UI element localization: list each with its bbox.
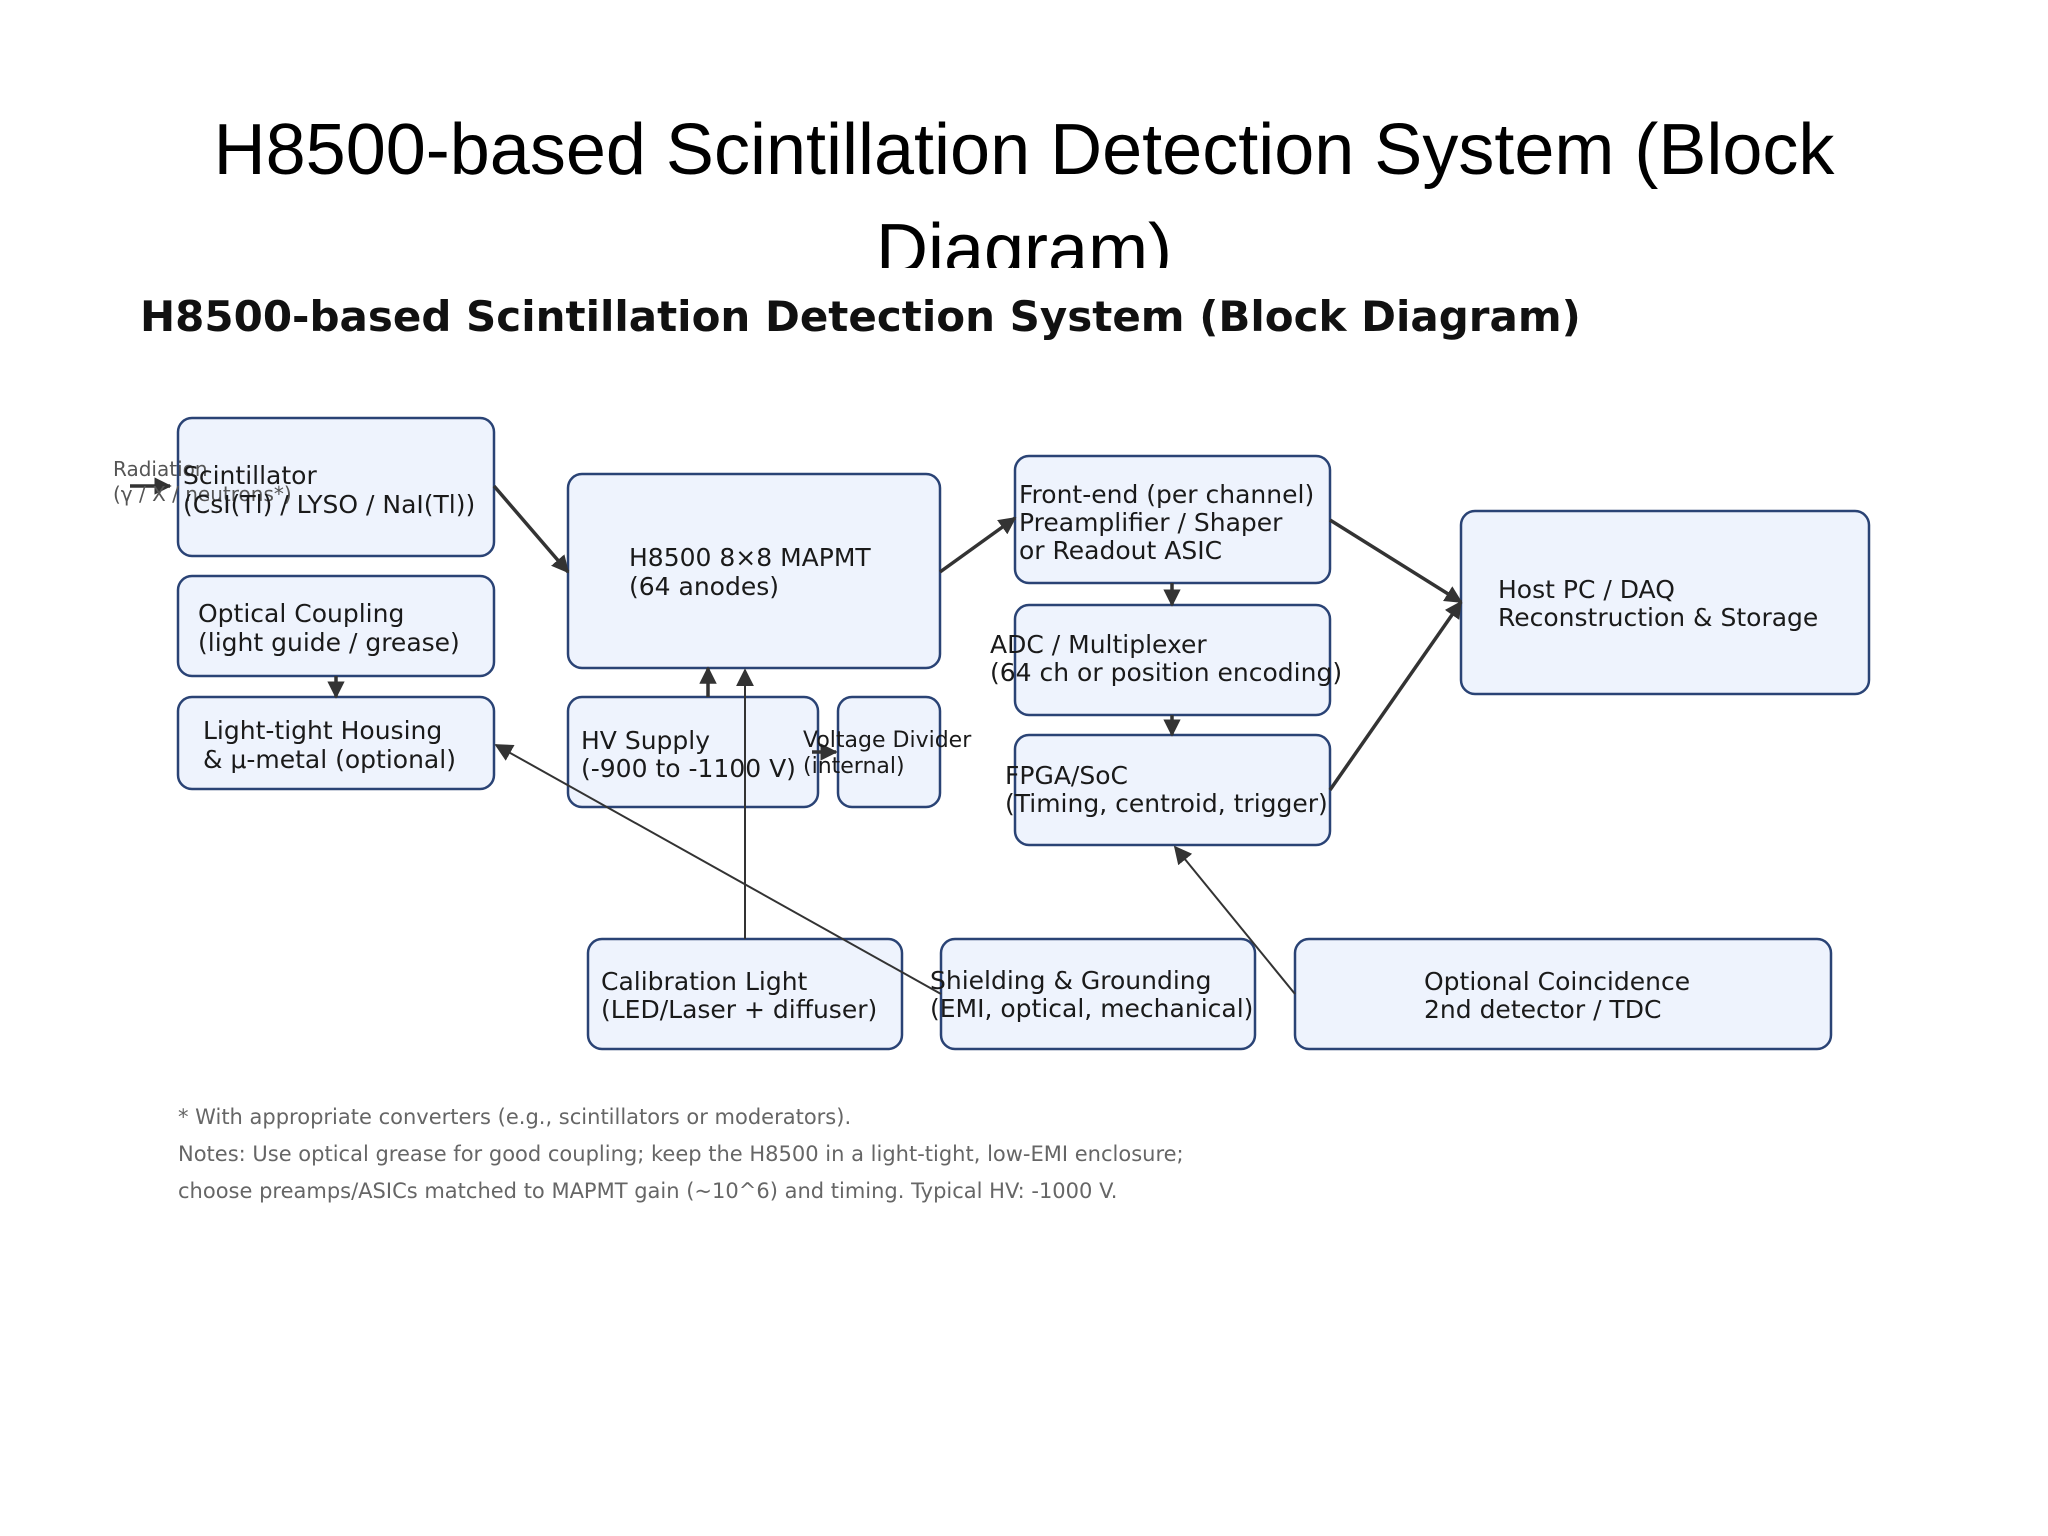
figure-title: H8500-based Scintillation Detection Syst… — [140, 292, 1581, 341]
radiation-label: Radiation(γ / X / neutrons*) — [113, 457, 292, 506]
arrow-fpga-to-host — [1328, 600, 1463, 792]
arrow-mapmt-to-frontend — [938, 516, 1017, 574]
arrow-shielding-to-housing — [494, 744, 942, 995]
frontend-label: Front-end (per channel)Preamplifier / Sh… — [1019, 480, 1314, 565]
voltage-divider-box — [836, 695, 942, 809]
hv-supply-label: HV Supply(-900 to -1100 V) — [581, 726, 796, 783]
notes-line-1: Notes: Use optical grease for good coupl… — [178, 1142, 1184, 1166]
arrow-frontend-to-host — [1329, 518, 1463, 604]
fpga-label: FPGA/SoC(Timing, centroid, trigger) — [1005, 761, 1328, 818]
notes-line-2: choose preamps/ASICs matched to MAPMT ga… — [178, 1179, 1118, 1203]
arrow-scintillator-to-mapmt — [492, 484, 570, 574]
calibration-label: Calibration Light(LED/Laser + diffuser) — [601, 967, 877, 1024]
adc-label: ADC / Multiplexer(64 ch or position enco… — [990, 630, 1342, 687]
voltage-divider-label: Voltage Divider(internal) — [803, 728, 972, 779]
footnote: * With appropriate converters (e.g., sci… — [178, 1105, 852, 1129]
slide-title: H8500-based Scintillation Detection Syst… — [213, 110, 1835, 268]
housing-label: Light-tight Housing& μ-metal (optional) — [203, 716, 456, 774]
shielding-label: Shielding & Grounding(EMI, optical, mech… — [930, 966, 1253, 1023]
optical-coupling-label: Optical Coupling(light guide / grease) — [198, 599, 460, 657]
arrow-coincidence-to-fpga — [1173, 845, 1296, 995]
mapmt-label: H8500 8×8 MAPMT(64 anodes) — [629, 543, 871, 601]
scintillator-label: Scintillator(CsI(Tl) / LYSO / NaI(Tl)) — [183, 461, 475, 519]
